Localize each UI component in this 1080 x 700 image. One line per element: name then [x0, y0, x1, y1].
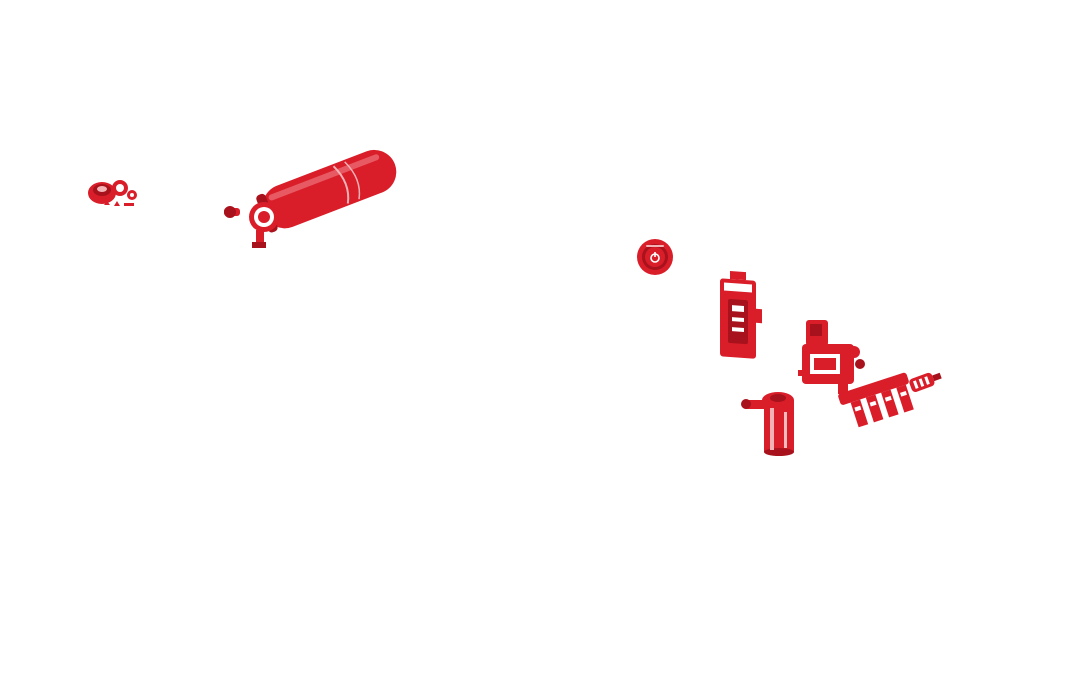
fill-valve-icon: [82, 175, 146, 215]
fuel-switch-icon: [634, 238, 676, 278]
filter-icon: [740, 386, 802, 456]
gas-cylinder-icon: [222, 142, 404, 252]
injector-rail-icon: [834, 348, 944, 432]
reducer-icon: [798, 314, 870, 396]
ecu-module-icon: [716, 268, 764, 370]
